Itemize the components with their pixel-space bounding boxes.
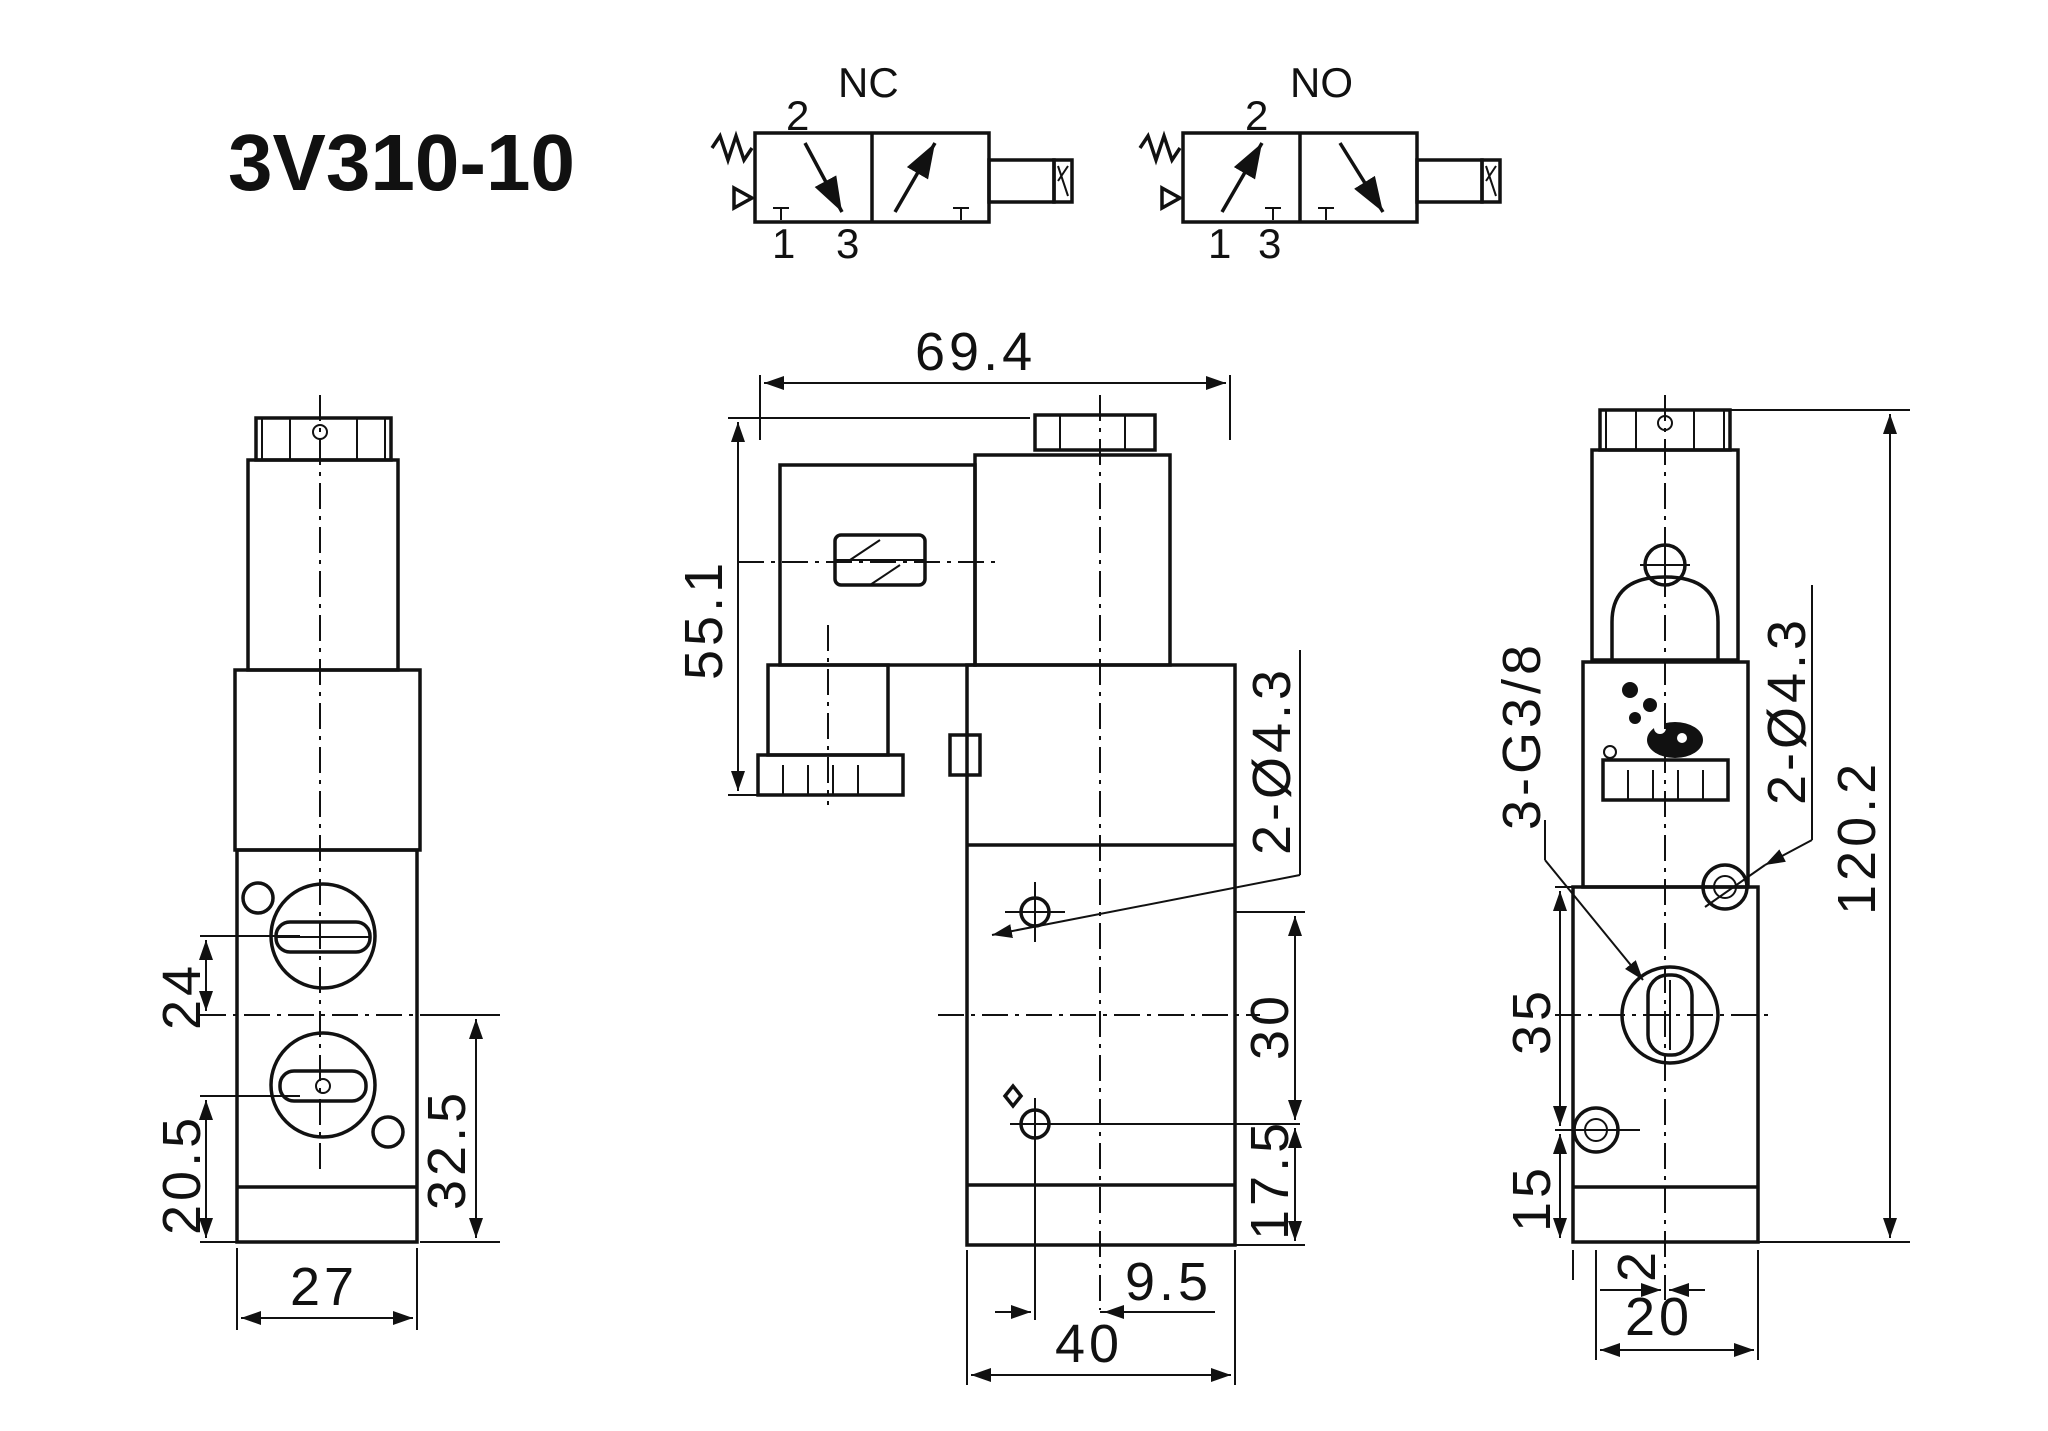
nc-label: NC: [838, 59, 899, 106]
front-hole-label: 2-Ø4.3: [1242, 666, 1302, 855]
dim-30: 30: [1240, 992, 1300, 1060]
side-hole-label: 2-Ø4.3: [1757, 616, 1817, 805]
dim-40: 40: [1055, 1314, 1123, 1374]
right-side-view: 3-G3/8 2-Ø4.3 120.2 35 15 2 20: [1492, 395, 1910, 1360]
nc-port-2: 2: [786, 92, 809, 139]
dim-32-5: 32.5: [417, 1089, 477, 1210]
dim-20: 20: [1625, 1287, 1693, 1347]
front-view: 69.4 55.1 2-Ø4.3 30 17.5 9.5 40: [674, 322, 1305, 1385]
manual-override-icon: [1622, 682, 1703, 758]
dim-17-5: 17.5: [1240, 1119, 1300, 1240]
no-port-1: 1: [1208, 220, 1231, 267]
model-title: 3V310-10: [228, 118, 575, 207]
dim-20-5: 20.5: [152, 1114, 212, 1235]
dim-55-1: 55.1: [674, 559, 734, 680]
no-port-3: 3: [1258, 220, 1281, 267]
no-port-2: 2: [1245, 92, 1268, 139]
dim-69-4: 69.4: [915, 322, 1036, 382]
dim-24: 24: [152, 962, 212, 1030]
no-label: NO: [1290, 59, 1353, 106]
nc-port-1: 1: [772, 220, 795, 267]
dim-15: 15: [1502, 1164, 1562, 1232]
dim-2: 2: [1607, 1248, 1667, 1282]
dim-35: 35: [1502, 987, 1562, 1055]
dim-120-2: 120.2: [1827, 760, 1887, 915]
no-valve-symbol: NO 2 1 3: [1138, 59, 1502, 267]
dim-27: 27: [290, 1257, 358, 1317]
left-end-view: 24 20.5 32.5 27: [152, 395, 500, 1330]
nc-valve-symbol: NC 2 1 3: [710, 59, 1074, 267]
port-thread-label: 3-G3/8: [1492, 641, 1552, 830]
nc-port-3: 3: [836, 220, 859, 267]
dim-9-5: 9.5: [1125, 1252, 1212, 1312]
